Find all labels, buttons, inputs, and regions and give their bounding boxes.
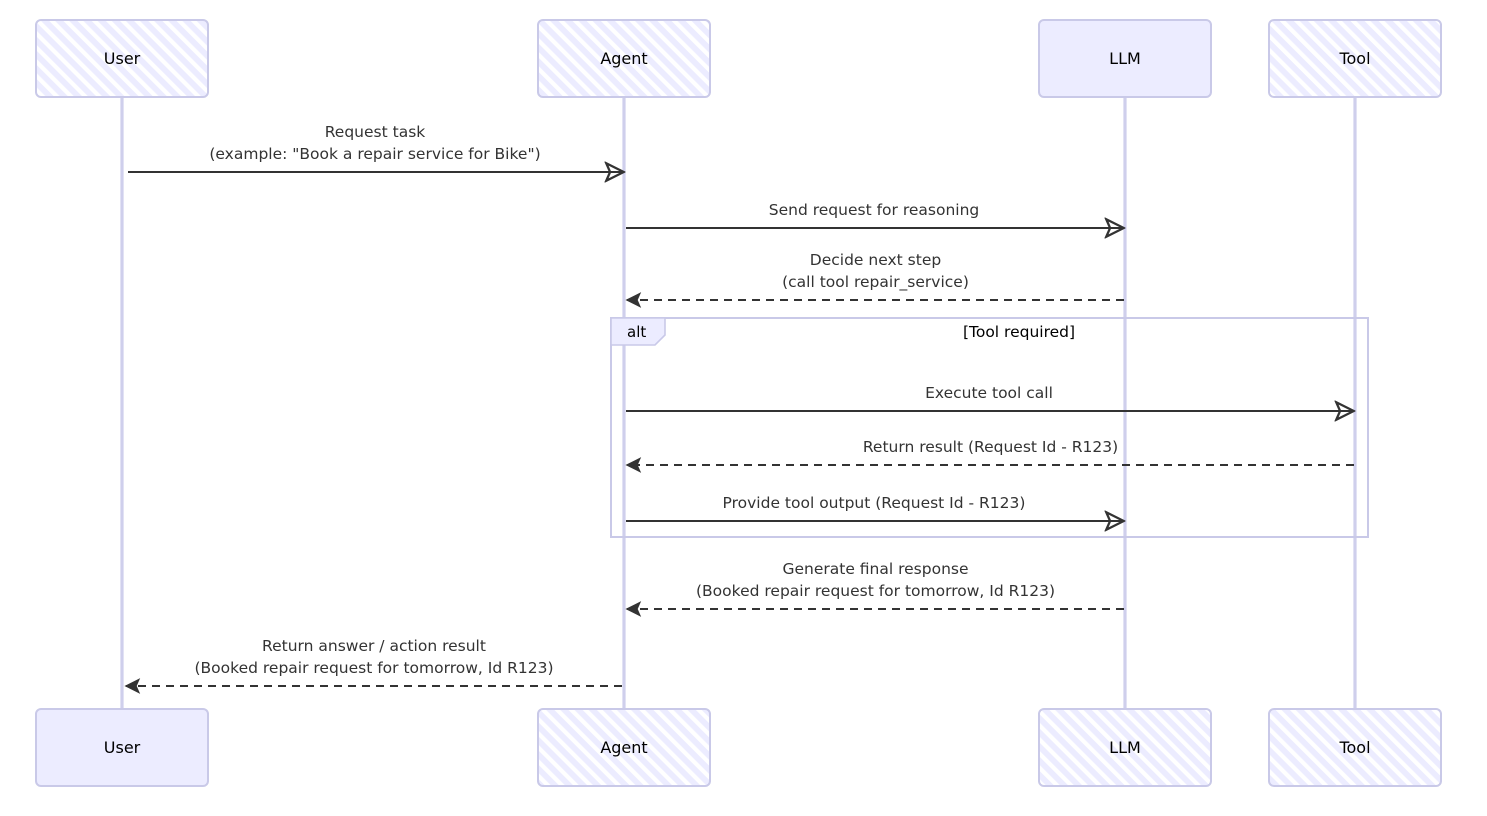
message-label: (Booked repair request for tomorrow, Id … [195,659,554,677]
alt-fragment: alt [Tool required] [610,317,1369,538]
actor-tool-top[interactable]: Tool [1268,19,1442,98]
message-label: Provide tool output (Request Id - R123) [723,494,1026,512]
actor-llm-bottom[interactable]: LLM [1038,708,1212,787]
actor-tool-bottom[interactable]: Tool [1268,708,1442,787]
actor-label-agent: Agent [600,49,647,68]
alt-fragment-border [610,317,1369,538]
actor-user-top[interactable]: User [35,19,209,98]
actor-label-user: User [104,49,141,68]
actor-box-group-bottom: User Agent LLM Tool [35,708,1442,787]
alt-fragment-group: alt [Tool required] [610,317,1369,538]
message-label: Request task [325,123,426,141]
alt-label-text: alt [627,323,646,341]
actor-box[interactable] [537,19,711,98]
message-label: Send request for reasoning [769,201,979,219]
message-label: Decide next step [810,251,941,269]
actor-agent-bottom[interactable]: Agent [537,708,711,787]
message-label: Generate final response [782,560,968,578]
actor-box[interactable] [1038,19,1212,98]
message-label: Return answer / action result [262,637,486,655]
actor-user-bottom[interactable]: User [35,708,209,787]
actor-box[interactable] [537,708,711,787]
message-label: (example: "Book a repair service for Bik… [209,145,540,163]
actor-label-tool: Tool [1338,49,1370,68]
actor-box[interactable] [1268,708,1442,787]
actor-label-tool: Tool [1338,738,1370,757]
message-label: Execute tool call [925,384,1053,402]
actor-agent-top[interactable]: Agent [537,19,711,98]
actor-box[interactable] [1268,19,1442,98]
message-label: Return result (Request Id - R123) [863,438,1118,456]
actor-label-agent: Agent [600,738,647,757]
actor-label-llm: LLM [1109,738,1141,757]
actor-llm-top[interactable]: LLM [1038,19,1212,98]
actor-label-user: User [104,738,141,757]
message-m2: Send request for reasoning [626,201,1122,228]
actor-box-group-top: User Agent LLM Tool [35,19,1442,98]
message-label: (Booked repair request for tomorrow, Id … [696,582,1055,600]
message-m5: Return result (Request Id - R123) [625,438,1354,473]
alt-condition-text: [Tool required] [963,323,1075,341]
actor-box[interactable] [35,708,209,787]
message-m7: Generate final response (Booked repair re… [625,560,1124,617]
message-m3: Decide next step (call tool repair_servic… [625,251,1124,308]
actor-box[interactable] [1038,708,1212,787]
message-m4: Execute tool call [626,384,1352,411]
actor-box[interactable] [35,19,209,98]
message-group: Request task (example: "Book a repair ser… [124,123,1354,694]
message-m1: Request task (example: "Book a repair ser… [128,123,622,172]
message-m6: Provide tool output (Request Id - R123) [626,494,1122,521]
alt-label-tab [610,317,666,346]
actor-label-llm: LLM [1109,49,1141,68]
message-label: (call tool repair_service) [782,273,969,292]
message-m8: Return answer / action result (Booked rep… [124,637,622,694]
